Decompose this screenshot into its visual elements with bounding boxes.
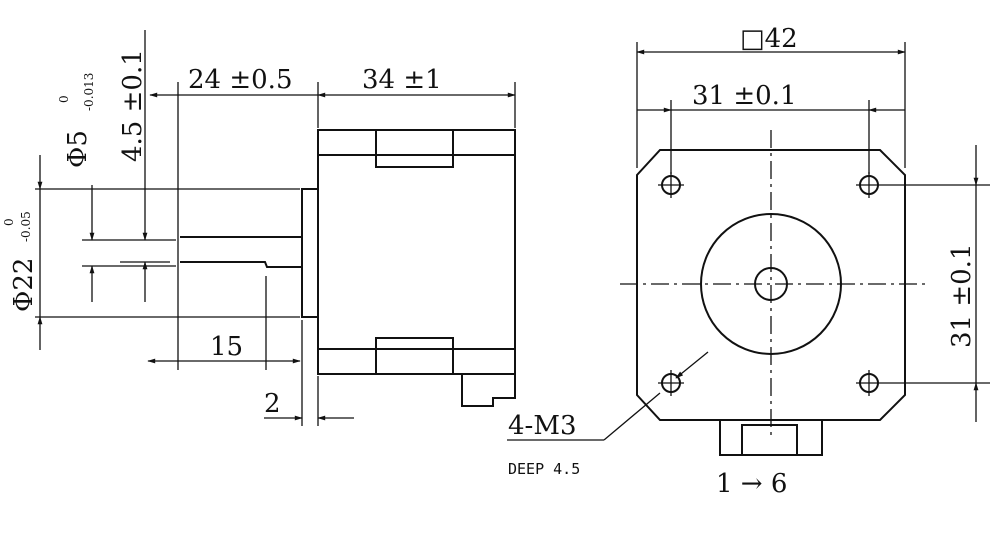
connector-side <box>461 374 516 407</box>
dim-shaft-tol-lower: -0.013 <box>82 73 96 111</box>
hole-crosshairs <box>658 172 882 396</box>
side-view: 24 ±0.5 34 ±1 15 2 Φ22 0 -0.05 Φ5 0 -0.0… <box>2 30 516 426</box>
dim-shaft-length: 24 ±0.5 <box>188 65 292 95</box>
connector-plug <box>741 424 798 456</box>
dim-hole-spacing-h: 31 ±0.1 <box>692 81 796 111</box>
dim-hole-spacing-v: 31 ±0.1 <box>947 244 977 348</box>
dim-body-length: 34 ±1 <box>362 65 442 95</box>
front-view: □42 31 ±0.1 31 ±0.1 4-M3 DEEP 4.5 1 → 6 <box>507 24 990 499</box>
dim-boss-height: 2 <box>264 389 281 419</box>
dim-flat-length: 15 <box>210 332 243 362</box>
bottom-tab <box>375 337 454 375</box>
dim-square-size: □42 <box>740 24 798 54</box>
shaft-bottom <box>180 261 302 268</box>
label-hole-depth: DEEP 4.5 <box>508 460 580 478</box>
dim-boss-tol-upper: 0 <box>2 218 16 226</box>
flange-outline <box>636 149 906 421</box>
dim-boss-tol-lower: -0.05 <box>19 211 33 242</box>
dim-shaft-tol-upper: 0 <box>57 95 71 103</box>
leader-m3-diag <box>603 392 661 441</box>
top-tab <box>375 129 454 168</box>
mounting-boss <box>301 188 319 318</box>
dim-boss-diameter: Φ22 <box>9 258 39 312</box>
dim-shaft-diameter: Φ5 <box>63 130 93 168</box>
leader-m3-arrow <box>675 351 709 379</box>
label-connector-pins: 1 → 6 <box>716 469 787 499</box>
dim-flat-depth: 4.5 ±0.1 <box>118 49 148 162</box>
label-mount-holes: 4-M3 <box>508 411 577 441</box>
